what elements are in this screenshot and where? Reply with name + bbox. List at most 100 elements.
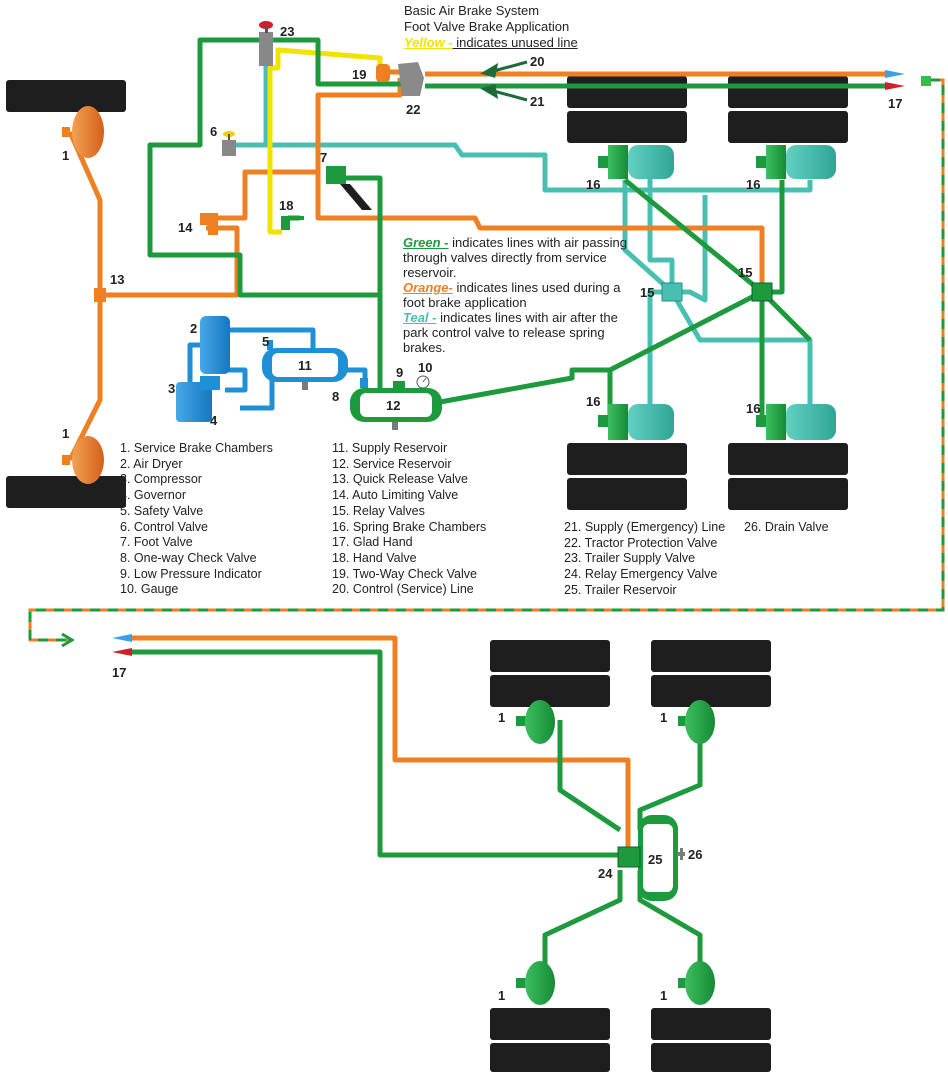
auto-limiting-valve [200, 213, 218, 235]
callout-10: 10 [418, 360, 432, 375]
callout-1-front-top: 1 [62, 148, 69, 163]
two-way-check-valve [376, 64, 390, 82]
key-item: 19. Two-Way Check Valve [332, 566, 477, 581]
component-key-col3: 21. Supply (Emergency) Line 22. Tractor … [564, 520, 725, 599]
key-item: 21. Supply (Emergency) Line [564, 520, 726, 534]
callout-23: 23 [280, 24, 294, 39]
tire [490, 1008, 610, 1040]
yellow-legend-text: indicates unused line [452, 35, 578, 50]
glad-hands-tractor [885, 70, 931, 90]
key-item: 2. Air Dryer [120, 456, 183, 471]
callout-12: 12 [386, 398, 400, 413]
diagram-title-block: Basic Air Brake System Foot Valve Brake … [404, 3, 578, 51]
tire [6, 476, 126, 508]
tractor-protection-valve [398, 62, 424, 96]
tractor-tires [6, 76, 848, 510]
tire [6, 80, 126, 112]
yellow-legend-word: Yellow - [404, 35, 453, 50]
trailer-supply-valve [259, 21, 273, 66]
yellow-line-legend: Yellow - indicates unused line [404, 35, 578, 51]
key-item: 5. Safety Valve [120, 503, 204, 518]
one-way-check-valve [360, 378, 368, 388]
callout-16-tr: 16 [746, 177, 760, 192]
quick-release-valve [94, 288, 106, 302]
key-item: 26. Drain Valve [744, 520, 829, 534]
tire [728, 443, 848, 475]
foot-valve [326, 166, 372, 210]
tire [728, 76, 848, 108]
tire [490, 640, 610, 672]
callout-5: 5 [262, 334, 269, 349]
tire [490, 675, 610, 707]
key-item: 10. Gauge [120, 582, 179, 597]
callout-6: 6 [210, 124, 217, 139]
callout-16-bl: 16 [586, 394, 600, 409]
governor [200, 376, 220, 390]
callout-15-left: 15 [640, 285, 654, 300]
spring-brake-chamber-tr [756, 145, 836, 179]
color-legend: Green - indicates lines with air passing… [403, 235, 643, 355]
callout-1-trailer-tl: 1 [498, 710, 505, 725]
callout-1-trailer-br: 1 [660, 988, 667, 1003]
air-dryer [200, 316, 230, 374]
key-item: 7. Foot Valve [120, 535, 193, 550]
callout-9: 9 [396, 365, 403, 380]
key-item: 11. Supply Reservoir [332, 441, 448, 455]
spring-brake-chamber-tl [598, 145, 674, 179]
tire [490, 1043, 610, 1072]
callout-17-trailer: 17 [112, 665, 126, 680]
key-item: 22. Tractor Protection Valve [564, 535, 718, 550]
service-brake-chamber-front-top [62, 106, 104, 158]
green-legend-word: Green - [403, 235, 449, 250]
teal-lines [235, 60, 813, 420]
tire [651, 1008, 771, 1040]
relay-valve-green [751, 282, 773, 302]
orange-legend-text: indicates lines used during a foot brake… [403, 280, 621, 310]
key-item: 17. Glad Hand [332, 535, 413, 550]
tire [728, 478, 848, 510]
trailer-reservoir [638, 815, 678, 901]
callout-1-trailer-tr: 1 [660, 710, 667, 725]
tire [728, 111, 848, 143]
callout-7: 7 [320, 150, 327, 165]
key-item: 25. Trailer Reservoir [564, 582, 677, 597]
diagram-title: Basic Air Brake System [404, 3, 540, 18]
tire [651, 675, 771, 707]
callout-20: 20 [530, 54, 544, 69]
trailer-brake-chamber-tl [516, 700, 555, 744]
tire [567, 76, 687, 108]
callout-3: 3 [168, 381, 175, 396]
key-item: 12. Service Reservoir [332, 456, 452, 471]
key-item: 24. Relay Emergency Valve [564, 567, 718, 582]
orange-legend-entry: Orange- indicates lines used during a fo… [403, 280, 643, 310]
key-item: 14. Auto Limiting Valve [332, 488, 459, 503]
callout-1-front-bottom: 1 [62, 426, 69, 441]
gauge-icon [416, 375, 430, 389]
callout-15-right: 15 [738, 265, 752, 280]
key-item: 9. Low Pressure Indicator [120, 566, 262, 581]
line-pointer-arrows [480, 60, 528, 102]
callout-11: 11 [298, 358, 312, 373]
key-item: 8. One-way Check Valve [120, 550, 257, 565]
key-item: 18. Hand Valve [332, 550, 417, 565]
tire [651, 640, 771, 672]
callout-13: 13 [110, 272, 124, 287]
callout-26: 26 [688, 847, 702, 862]
callout-22: 22 [406, 102, 420, 117]
spring-brake-chamber-bl [598, 404, 674, 440]
key-item: 3. Compressor [120, 472, 202, 487]
callout-16-br: 16 [746, 401, 760, 416]
tire [567, 478, 687, 510]
green-legend-text: indicates lines with air passing through… [403, 235, 627, 280]
callout-25: 25 [648, 852, 662, 867]
key-item: 20. Control (Service) Line [332, 582, 474, 597]
key-item: 16. Spring Brake Chambers [332, 519, 487, 534]
callout-19: 19 [352, 67, 366, 82]
key-item: 4. Governor [120, 488, 187, 503]
teal-legend-word: Teal - [403, 310, 437, 325]
callout-17-tractor: 17 [888, 96, 902, 111]
gladhand-connection [28, 78, 945, 648]
key-item: 13. Quick Release Valve [332, 472, 468, 487]
trailer-brake-chamber-tr [678, 700, 715, 744]
